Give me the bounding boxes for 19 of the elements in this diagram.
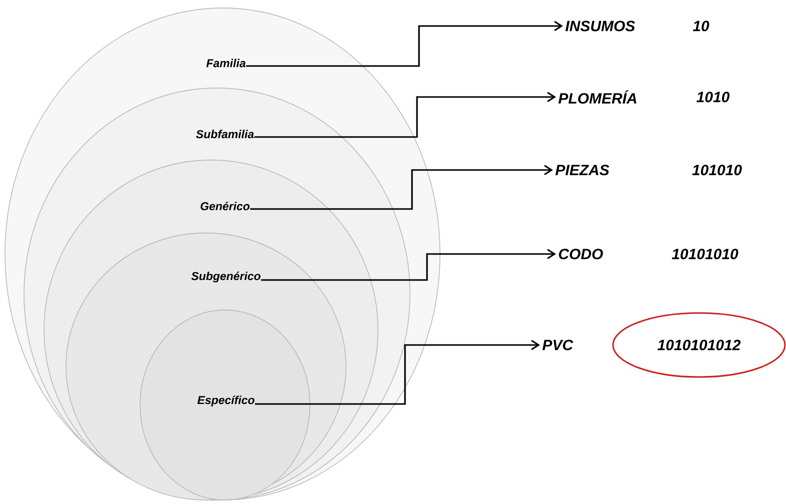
elbow-arrow xyxy=(254,92,556,138)
category-label: PVC xyxy=(542,340,574,350)
code-label: 10101010 xyxy=(672,248,738,260)
elbow-arrow xyxy=(254,340,540,405)
category-label: PIEZAS xyxy=(555,164,610,176)
node-label: Subfamilia xyxy=(196,130,254,138)
node-label: Genérico xyxy=(200,202,250,210)
elbow-arrow xyxy=(246,20,563,67)
category-label: CODO xyxy=(558,248,603,260)
elbow-arrow xyxy=(261,248,556,281)
node-label: Específico xyxy=(197,396,254,406)
circled-code: 1010101012 xyxy=(612,312,786,378)
category-label: PLOMERÍA xyxy=(558,90,636,104)
category-label: INSUMOS xyxy=(565,20,636,32)
code-label: 1010 xyxy=(696,92,730,102)
code-label: 10 xyxy=(692,20,710,32)
node-label: Subgenérico xyxy=(191,272,260,282)
elbow-arrow xyxy=(250,164,554,210)
code-label: 101010 xyxy=(692,164,742,176)
